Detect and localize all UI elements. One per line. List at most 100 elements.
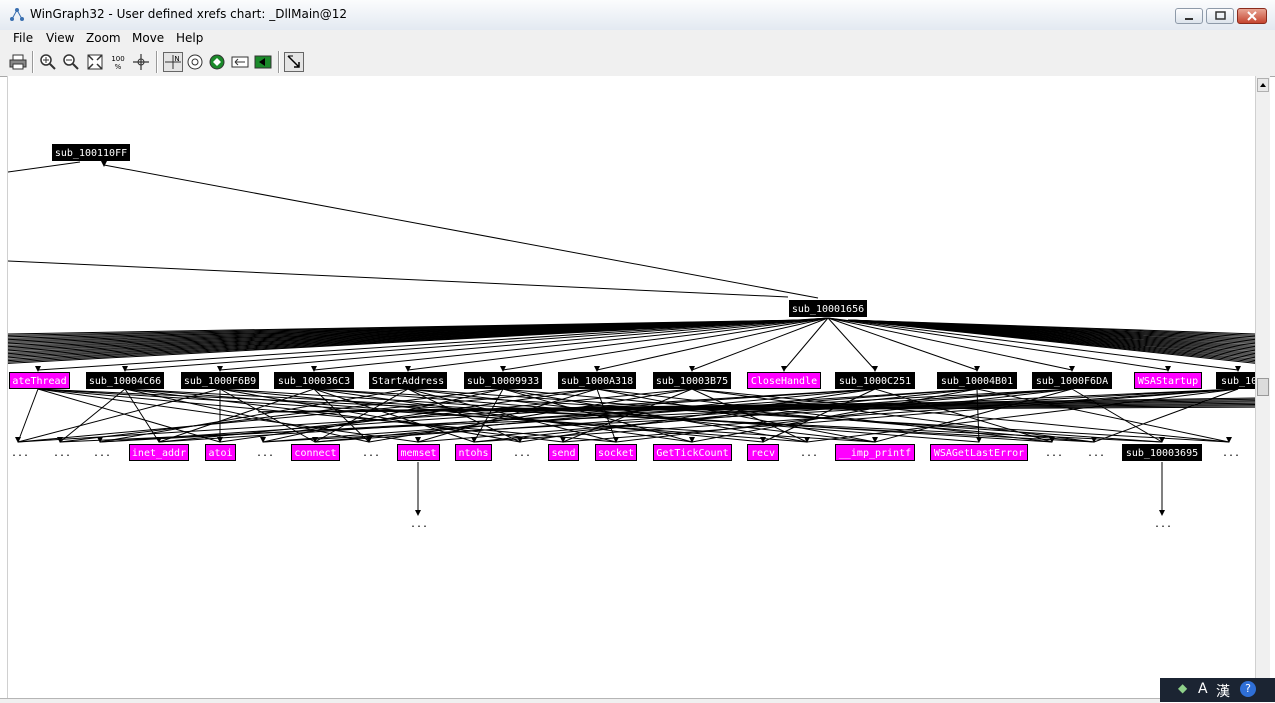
node-level3[interactable]: WSAGetLastError [930,444,1028,461]
layout-button[interactable] [230,52,250,72]
edge-arrowhead [311,366,317,372]
zoom-100-label: 100 [111,55,124,63]
menu-zoom[interactable]: Zoom [86,31,121,45]
vertical-scrollbar[interactable] [1255,76,1270,698]
ime-mode-label[interactable]: A [1198,681,1208,697]
node-level2[interactable]: sub_10004C66 [86,372,164,389]
edge-arrowhead [415,437,421,443]
edge-arrowhead [872,437,878,443]
node-info-button[interactable] [207,52,227,72]
node-level3[interactable]: __imp_printf [835,444,915,461]
node-level2[interactable]: sub_100036C3 [274,372,354,389]
zoom-out-button[interactable] [61,52,81,72]
edge-arrowhead [1049,437,1055,443]
collapsed-node[interactable]: ... [1222,448,1241,459]
pointer-tool-button[interactable] [284,52,304,72]
animate-button[interactable] [253,52,273,72]
graph-edge [827,317,876,371]
node-level3[interactable]: connect [291,444,340,461]
window-title: WinGraph32 - User defined xrefs chart: _… [30,7,348,21]
collapsed-node[interactable]: ... [513,448,532,459]
node-level2[interactable]: sub_10004B01 [937,372,1017,389]
node-level2[interactable]: sub_1000C251 [835,372,915,389]
graph-edge [562,388,1239,443]
node-center[interactable]: sub_10001656 [789,300,867,317]
menu-file[interactable]: File [13,31,34,45]
collapsed-node[interactable]: ... [53,448,72,459]
node-level2[interactable]: StartAddress [369,372,447,389]
graph-edge [783,317,829,371]
node-level2[interactable]: sub_1000A318 [558,372,636,389]
collapsed-node[interactable]: ... [11,448,30,459]
zoom-in-button[interactable] [38,52,58,72]
print-button[interactable] [8,52,28,72]
graph-edge [407,317,829,371]
node-level3[interactable]: sub_10003695 [1122,444,1202,461]
node-level3[interactable]: recv [747,444,779,461]
graph-edge [596,388,1053,443]
node-level3[interactable]: memset [397,444,440,461]
graph-edge [17,388,876,443]
menu-move[interactable]: Move [132,31,165,45]
menu-bar: File View Zoom Move Help [0,30,1275,48]
edge-arrowhead [500,366,506,372]
menu-help[interactable]: Help [176,31,204,45]
hanja-label[interactable]: 漢 [1216,684,1230,700]
node-level3[interactable]: send [548,444,579,461]
edge-arrowhead [976,437,982,443]
graph-edge [473,388,1239,443]
node-level3[interactable]: socket [595,444,637,461]
scroll-thumb[interactable] [1257,378,1269,396]
graph-edge [257,406,1256,413]
graph-edge [37,388,221,443]
zoom-100-button[interactable]: 100% [108,52,128,72]
graph-view-button[interactable] [185,52,205,72]
node-level2[interactable]: sub_10 [1216,372,1256,389]
collapsed-node[interactable]: ... [1045,448,1064,459]
collapsed-node[interactable]: ... [800,448,819,459]
edge-arrowhead [217,366,223,372]
graph-canvas[interactable]: sub_100110FF sub_10001656 ateThread sub_… [7,76,1256,698]
node-level2[interactable]: sub_1000F6DA [1032,372,1112,389]
node-top[interactable]: sub_100110FF [52,144,130,161]
help-icon[interactable]: ? [1240,681,1256,697]
node-level2[interactable]: ateThread [9,372,70,389]
edge-arrowhead [312,437,318,443]
edge-arrowhead [804,437,810,443]
graph-edge [313,388,1230,443]
node-level3[interactable]: atoi [205,444,236,461]
node-level3[interactable]: GetTickCount [653,444,732,461]
node-level2[interactable]: sub_10003B75 [653,372,731,389]
layout-icon [231,56,249,68]
ime-icon[interactable]: ◆ [1178,681,1188,695]
node-level2[interactable]: CloseHandle [747,372,821,389]
graph-edge [37,317,829,371]
edge-arrowhead [1235,366,1241,372]
graph-edge [37,388,617,443]
scroll-up-button[interactable] [1257,78,1269,92]
fit-window-button[interactable] [85,52,105,72]
collapsed-node[interactable]: ... [1154,519,1173,530]
collapsed-node[interactable]: ... [362,448,381,459]
menu-view[interactable]: View [46,31,75,45]
graph-edge [37,388,419,443]
collapsed-node[interactable]: ... [93,448,112,459]
minimize-icon [1185,18,1193,20]
minimize-button[interactable] [1175,8,1203,24]
node-level2[interactable]: sub_1000F6B9 [181,372,259,389]
node-level3[interactable]: ntohs [455,444,492,461]
maximize-button[interactable] [1206,8,1234,24]
graph-edge [17,388,221,443]
edge-arrowhead [560,437,566,443]
collapsed-node[interactable]: ... [256,448,275,459]
collapsed-node[interactable]: ... [410,519,429,530]
center-button[interactable] [131,52,151,72]
close-button[interactable] [1237,8,1267,24]
edge-arrowhead [217,437,223,443]
collapsed-node[interactable]: ... [1087,448,1106,459]
node-level2[interactable]: sub_10009933 [464,372,542,389]
follow-edge-label: N [174,55,179,63]
node-level2[interactable]: WSAStartup [1134,372,1202,389]
follow-edge-button[interactable]: N [163,52,183,72]
node-level3[interactable]: inet_addr [129,444,189,461]
